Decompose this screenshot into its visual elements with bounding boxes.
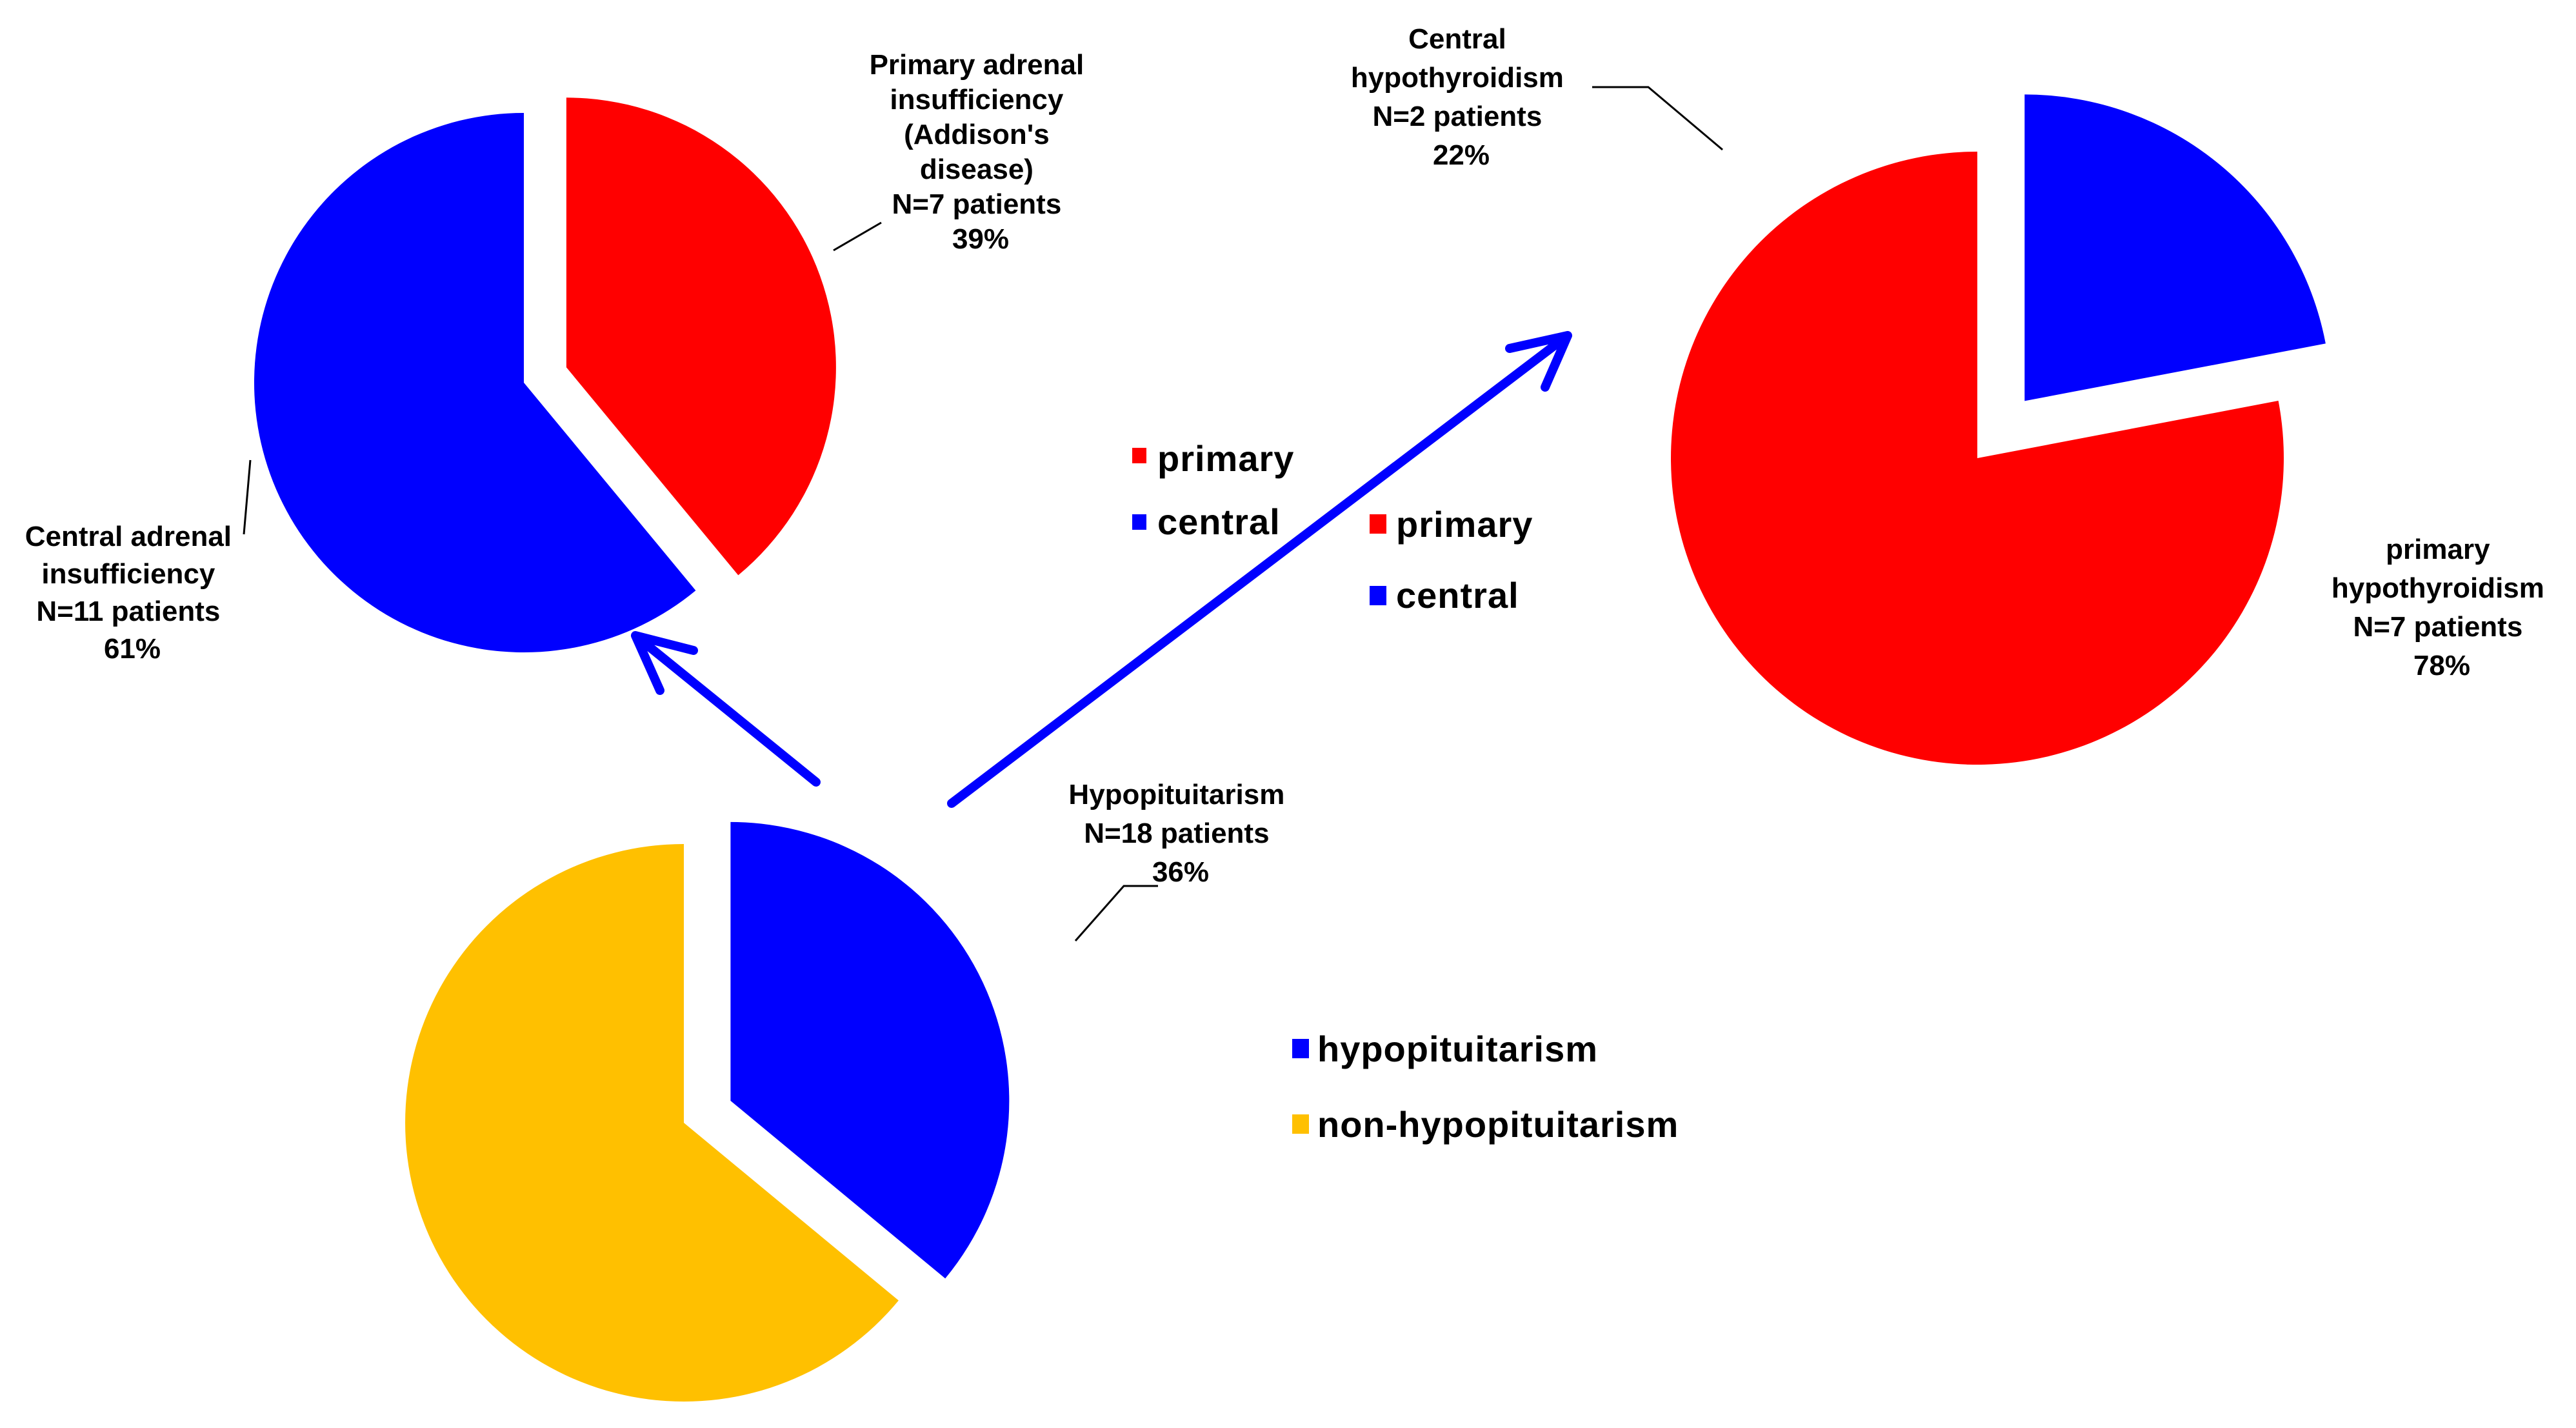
label-line: primary: [2386, 534, 2490, 565]
label-line: disease): [920, 154, 1033, 185]
label-line: Central adrenal: [25, 521, 232, 552]
adrenal-central-slice: [254, 112, 696, 652]
label-line: 22%: [1433, 139, 1490, 171]
arrow-to-adrenal-pie: [631, 631, 821, 787]
label-line: Hypopituitarism: [1068, 779, 1284, 810]
label-line: 39%: [952, 223, 1009, 255]
label-line: hypothyroidism: [2331, 572, 2544, 604]
label-line: (Addison's: [904, 119, 1050, 150]
legend-label-primary: primary: [1396, 504, 1533, 545]
label-line: 36%: [1152, 856, 1209, 888]
label-line: hypothyroidism: [1351, 62, 1564, 94]
adrenal-primary-label: Primary adrenal insufficiency (Addison's…: [870, 49, 1092, 255]
hypopituitarism-legend: hypopituitarism non-hypopituitarism: [1292, 1029, 1679, 1145]
hypothyroidism-pie: Central hypothyroidism N=2 patients 22% …: [1351, 23, 2552, 765]
legend-label-central: central: [1157, 501, 1281, 542]
adrenal-primary-leader-line: [833, 221, 882, 252]
legend-swatch-primary: [1132, 448, 1146, 463]
hypopituitarism-leader-line: [1074, 885, 1158, 941]
non-hypopituitarism-slice: [405, 844, 899, 1402]
legend-swatch-non-hypopituitarism: [1292, 1114, 1309, 1134]
hypopituitarism-pie: Hypopituitarism N=18 patients 36% hypopi…: [405, 779, 1679, 1402]
legend-swatch-primary: [1370, 514, 1386, 534]
label-line: N=7 patients: [892, 188, 1061, 220]
legend-swatch-hypopituitarism: [1292, 1039, 1309, 1058]
label-line: N=11 patients: [36, 596, 220, 627]
label-line: Central: [1408, 23, 1506, 55]
label-line: 61%: [104, 633, 161, 665]
label-line: N=18 patients: [1084, 818, 1269, 849]
legend-swatch-central: [1132, 514, 1146, 530]
adrenal-legend: primary central: [1132, 438, 1294, 542]
adrenal-central-leader-line: [243, 459, 252, 535]
thyroid-legend: primary central: [1370, 504, 1533, 616]
label-line: 78%: [2413, 650, 2470, 681]
adrenal-insufficiency-pie: Primary adrenal insufficiency (Addison's…: [25, 49, 1294, 665]
legend-label-primary: primary: [1157, 438, 1294, 479]
thyroid-central-leader-line: [1592, 86, 1723, 151]
hypopituitarism-slice: [730, 821, 1010, 1279]
label-line: N=7 patients: [2353, 611, 2522, 643]
label-line: N=2 patients: [1372, 101, 1542, 132]
hypopituitarism-label: Hypopituitarism N=18 patients 36%: [1068, 779, 1292, 888]
legend-swatch-central: [1370, 586, 1386, 605]
adrenal-central-label: Central adrenal insufficiency N=11 patie…: [25, 521, 240, 665]
legend-label-central: central: [1396, 575, 1519, 616]
label-line: insufficiency: [890, 84, 1063, 116]
thyroid-central-slice: [2024, 94, 2326, 401]
label-line: insufficiency: [41, 558, 215, 590]
adrenal-primary-slice: [566, 97, 836, 576]
thyroid-primary-slice: [1671, 152, 2284, 765]
arrow-to-thyroid-pie: [947, 331, 1572, 808]
legend-label-hypopituitarism: hypopituitarism: [1317, 1029, 1598, 1069]
label-line: Primary adrenal: [870, 49, 1084, 81]
thyroid-primary-label: primary hypothyroidism N=7 patients 78%: [2331, 534, 2552, 681]
flow-arrows: [631, 331, 1572, 808]
legend-label-non-hypopituitarism: non-hypopituitarism: [1317, 1104, 1679, 1145]
thyroid-central-label: Central hypothyroidism N=2 patients 22%: [1351, 23, 1572, 171]
